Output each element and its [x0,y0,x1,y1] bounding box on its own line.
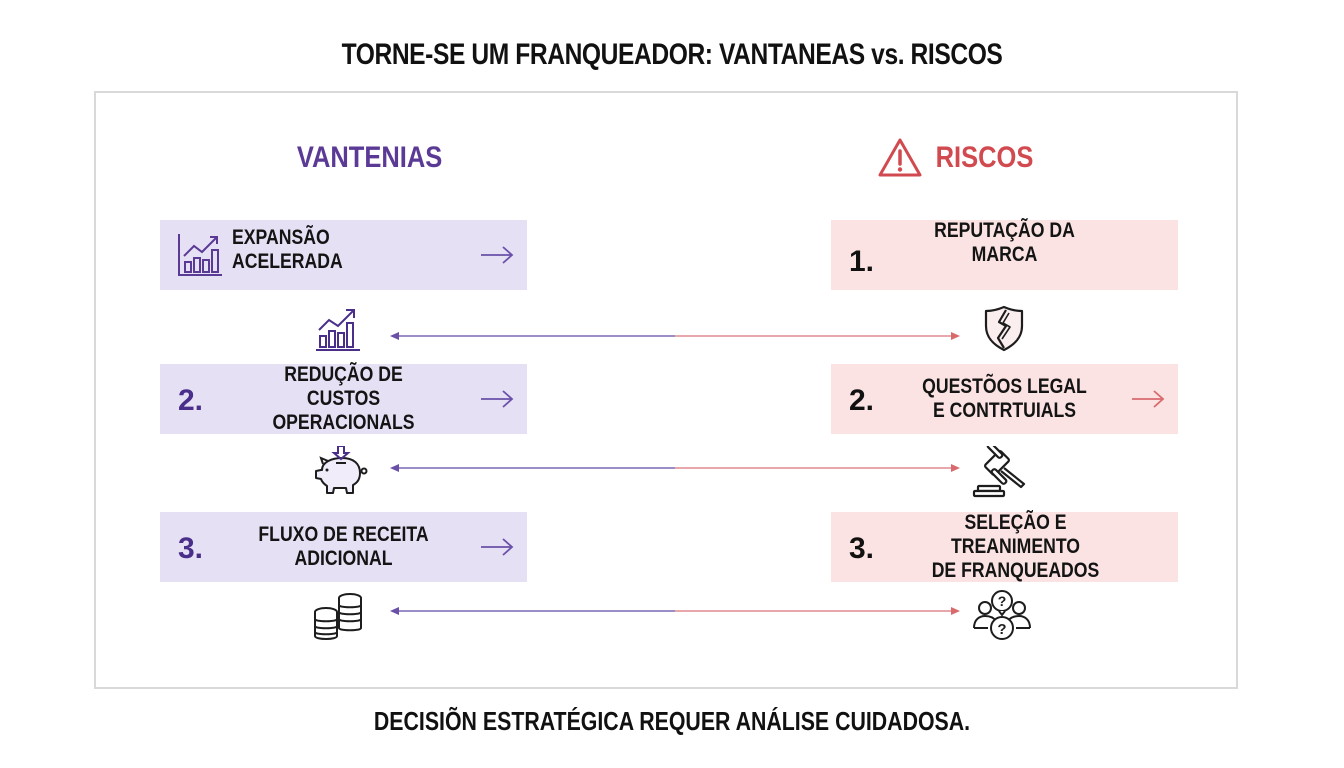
advantages-heading: VANTENIAS [240,138,500,178]
advantage-number-3: 3. [178,532,204,566]
growth-chart-icon [316,309,360,351]
risk-label-2-line2: E CONTRTUIALS [932,399,1077,422]
risk-label-3: SELEÇÃO E TREANIMENTO DE FRANQUEADOS [913,511,1119,583]
broken-shield-icon [984,305,1024,352]
advantage-card-2[interactable]: 2. REDUÇÃO DE CUSTOS OPERACIONALS [160,363,527,435]
advantage-label-1: EXPANSÃO ACELERADA [232,226,343,274]
advantage-label-3: FLUXO DE RECEITA ADICIONAL [248,523,439,571]
connector-arrow-1 [390,332,960,340]
advantage-label-2-line1: REDUÇÃO DE CUSTOS [284,363,403,410]
arrow-right-icon [1132,390,1165,408]
advantage-label-3-line1: FLUXO DE RECEITA [258,523,429,546]
advantages-heading-text: VANTENIAS [297,141,443,174]
risk-number-1: 1. [849,244,875,278]
advantage-label-2: REDUÇÃO DE CUSTOS OPERACIONALS [248,363,439,435]
arrow-right-icon [481,390,514,408]
piggy-bank-icon [315,446,368,494]
risk-card-2[interactable]: 2. QUESTÕOS LEGAL E CONTRTUIALS [831,364,1178,434]
arrow-right-icon [481,538,514,556]
risks-heading: RISCOS [860,138,1060,178]
growth-chart-icon [178,234,222,276]
risks-heading-text: RISCOS [936,141,1034,174]
connector-arrow-2 [390,464,960,472]
svg-text:?: ? [998,593,1007,609]
advantage-number-2: 2. [178,384,204,418]
advantage-label-3-line2: ADICIONAL [294,547,393,570]
risk-number-3: 3. [849,532,875,566]
risk-card-3[interactable]: 3. SELEÇÃO E TREANIMENTO DE FRANQUEADOS [831,511,1178,583]
arrow-right-icon [481,246,514,264]
advantage-card-1[interactable]: EXPANSÃO ACELERADA [160,220,527,290]
gavel-icon [972,446,1026,498]
warning-triangle-icon [878,138,922,177]
people-question-icon: ? ? [973,590,1031,640]
coin-stack-icon [314,593,362,640]
diagram-title: TORNE-SE UM FRANQUEADOR: VANTANEAS vs. R… [341,38,1003,71]
svg-text:?: ? [997,621,1006,638]
risk-number-2: 2. [849,384,875,418]
risk-card-1[interactable]: 1. REPUTAÇÃO DA MARCA [831,219,1178,290]
risk-label-2: QUESTÕOS LEGAL E CONTRTUIALS [918,375,1092,423]
risk-label-1: REPUTAÇÃO DA MARCA [934,219,1075,266]
advantage-label-2-line2: OPERACIONALS [272,411,415,434]
risk-label-3-line2: DE FRANQUEADOS [931,559,1100,582]
risk-label-3-line1: SELEÇÃO E TREANIMENTO [950,511,1081,558]
footer-caption: DECISIÕN ESTRATÉGICA REQUER ANÁLISE CUID… [373,706,971,736]
risk-label-2-line1: QUESTÕOS LEGAL [922,375,1087,398]
advantage-card-3[interactable]: 3. FLUXO DE RECEITA ADICIONAL [160,512,527,582]
connector-arrow-3 [390,607,960,615]
